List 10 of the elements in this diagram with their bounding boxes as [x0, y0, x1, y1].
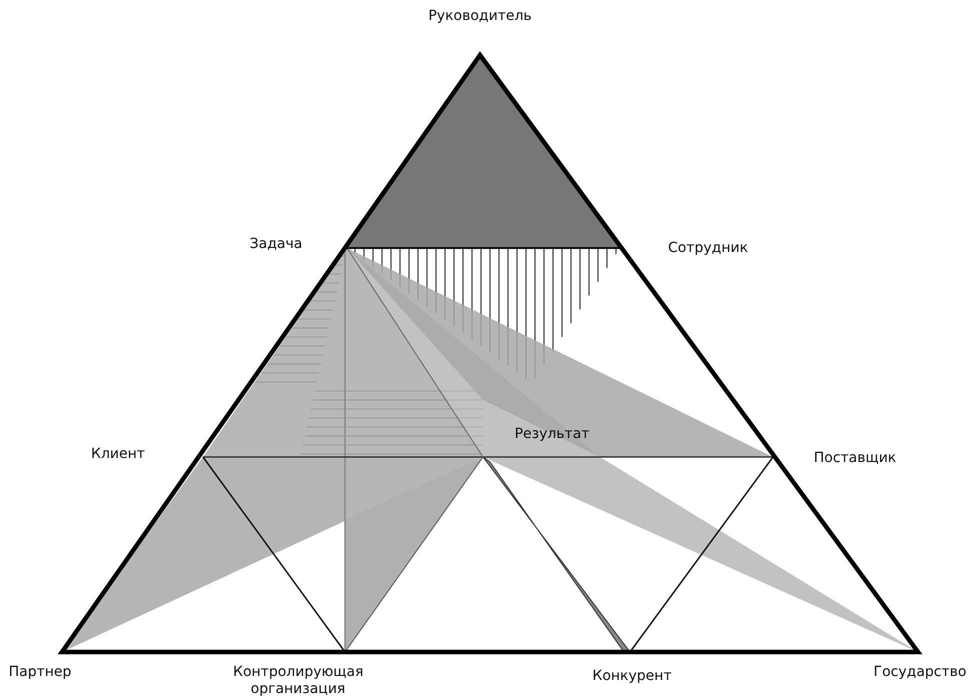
vertex-label: Партнер [8, 664, 72, 680]
vertex-label: Поставщик [814, 450, 896, 466]
vertex-label: Задача [250, 236, 302, 252]
vertex-label: Руководитель [428, 8, 532, 24]
vertex-label: Сотрудник [668, 240, 748, 256]
vertex-label: Контролирующая организация [233, 664, 363, 698]
vertex-label: Конкурент [592, 668, 672, 684]
vertex-label: Результат [514, 426, 590, 442]
vertex-label: Клиент [91, 446, 145, 462]
vertex-label: Государство [874, 664, 966, 680]
